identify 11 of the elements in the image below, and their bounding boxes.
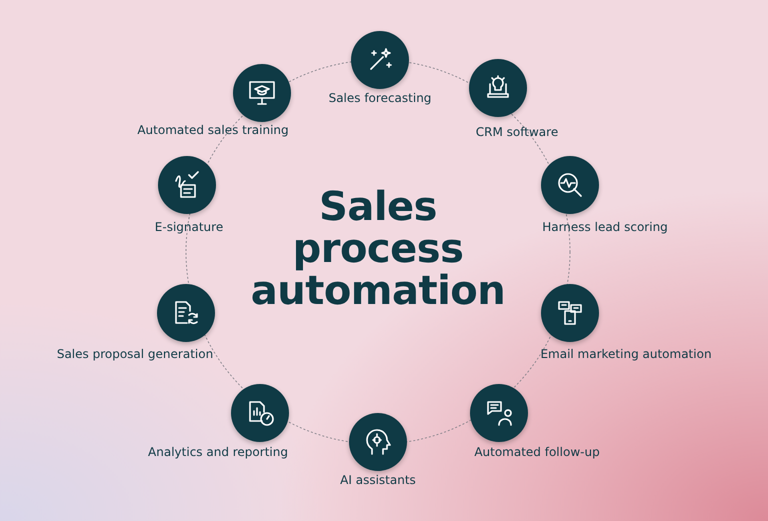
node-label: Sales proposal generation bbox=[56, 347, 214, 362]
node-label: AI assistants bbox=[340, 473, 416, 488]
node-label: Automated follow-up bbox=[474, 445, 600, 460]
node-label: Email marketing automation bbox=[540, 347, 712, 362]
node-label: Automated sales training bbox=[137, 123, 289, 138]
node-label: Sales forecasting bbox=[328, 91, 432, 106]
node-label: CRM software bbox=[476, 125, 558, 140]
diagram-title: Sales process automation bbox=[250, 186, 506, 312]
node-label: E-signature bbox=[154, 220, 224, 235]
node-label: Harness lead scoring bbox=[542, 220, 668, 235]
node-label: Analytics and reporting bbox=[148, 445, 288, 460]
